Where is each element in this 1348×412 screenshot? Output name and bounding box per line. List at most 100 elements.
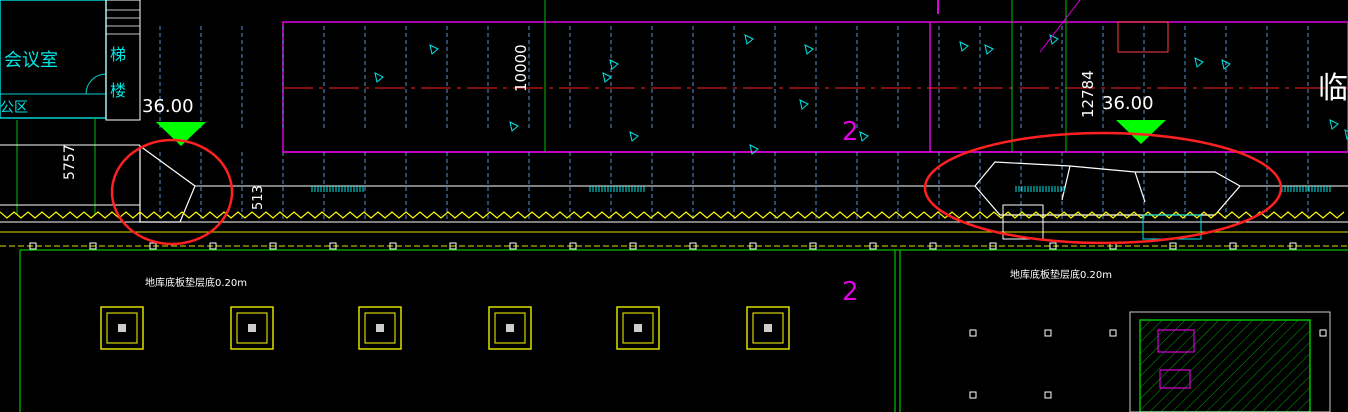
column-marker — [809, 242, 817, 250]
door-swing-arc — [85, 73, 107, 95]
column-marker — [389, 242, 397, 250]
column-marker — [209, 242, 217, 250]
column-marker — [509, 242, 517, 250]
elevation-label-right: 36.00 — [1102, 93, 1154, 114]
triangle-marker — [1221, 59, 1231, 70]
garage-note-right: 地库底板垫层底0.20m — [1010, 268, 1112, 281]
magenta-diagonal — [1039, 0, 1081, 53]
column-marker — [449, 242, 457, 250]
column-marker — [749, 242, 757, 250]
pile-core — [248, 324, 256, 332]
triangle-marker — [1344, 129, 1348, 140]
elevation-marker-right — [1116, 120, 1166, 144]
annotation-circle-right[interactable] — [923, 131, 1283, 245]
triangle-marker — [859, 131, 869, 142]
triangle-marker — [629, 131, 639, 142]
triangle-marker — [804, 44, 814, 55]
column-marker — [1044, 329, 1052, 337]
pile-cap-outer — [100, 306, 144, 350]
triangle-marker — [1194, 57, 1204, 68]
triangle-marker — [1329, 119, 1339, 130]
office-area-label: 公区 — [0, 100, 28, 116]
column-marker — [1169, 242, 1177, 250]
stair-outline — [105, 0, 141, 121]
dimension-513: 513 — [251, 185, 266, 210]
triangle-marker — [1049, 34, 1059, 45]
column-marker — [1044, 391, 1052, 399]
section-mark-lower: 2 — [842, 277, 859, 307]
elevation-triangle-markers — [374, 34, 1348, 155]
triangle-marker — [602, 72, 612, 83]
stair-block[interactable]: 梯 楼 — [105, 0, 141, 121]
pile-cap-inner — [622, 312, 654, 344]
meeting-room-label: 会议室 — [4, 50, 58, 71]
basement-outline — [19, 249, 1348, 412]
triangle-marker — [744, 34, 754, 45]
column-marker — [869, 242, 877, 250]
column-marker — [969, 391, 977, 399]
column-marker — [969, 329, 977, 337]
triangle-marker — [609, 59, 619, 70]
pile-cap-outer — [616, 306, 660, 350]
dimension-10000: 10000 — [512, 44, 530, 92]
right-edge-label: 临 — [1318, 71, 1348, 106]
column-marker — [929, 242, 937, 250]
column-marker — [1049, 242, 1057, 250]
section-mark-upper: 2 — [842, 117, 859, 147]
garage-note-left: 地库底板垫层底0.20m — [145, 276, 247, 289]
triangle-marker — [509, 121, 519, 132]
column-marker — [149, 242, 157, 250]
column-marker — [329, 242, 337, 250]
pile-core — [376, 324, 384, 332]
triangle-marker — [429, 44, 439, 55]
right-slope-section — [974, 161, 1241, 216]
column-marker — [29, 242, 37, 250]
column-marker — [269, 242, 277, 250]
pile-cap-outer — [358, 306, 402, 350]
triangle-marker — [959, 41, 969, 52]
pile-cap-outer — [746, 306, 790, 350]
triangle-marker — [374, 72, 384, 83]
column-marker — [1319, 329, 1327, 337]
triangle-marker — [984, 44, 994, 55]
elevation-marker-left — [156, 122, 206, 146]
triangle-marker — [799, 99, 809, 110]
stair-label-top: 梯 — [110, 45, 126, 64]
lower-right-column-markers — [969, 329, 1327, 399]
elevation-label-left: 36.00 — [142, 96, 194, 117]
green-guide-lines — [16, 0, 1067, 215]
dimension-12784: 12784 — [1079, 70, 1097, 118]
left-slope-wedge — [139, 144, 196, 223]
pile-cap-inner — [364, 312, 396, 344]
column-marker — [1229, 242, 1237, 250]
pile-cap-inner — [752, 312, 784, 344]
column-marker — [989, 242, 997, 250]
column-marker — [1109, 329, 1117, 337]
column-marker — [1289, 242, 1297, 250]
triangle-marker — [749, 144, 759, 155]
pile-cap-outer — [488, 306, 532, 350]
column-marker — [569, 242, 577, 250]
pile-caps — [100, 306, 790, 350]
yellow-boundary-lines — [0, 231, 1348, 247]
pile-core — [634, 324, 642, 332]
hatched-structure — [1129, 311, 1331, 412]
pile-core — [118, 324, 126, 332]
column-marker — [689, 242, 697, 250]
pile-cap-inner — [106, 312, 138, 344]
pile-core — [506, 324, 514, 332]
yellow-retaining-wall — [0, 211, 1345, 219]
pile-cap-inner — [494, 312, 526, 344]
pile-lines — [159, 26, 1309, 222]
annotation-circle-left[interactable] — [110, 138, 234, 246]
stair-treads — [106, 9, 140, 35]
column-marker — [629, 242, 637, 250]
pile-core — [764, 324, 772, 332]
pile-cap-outer — [230, 306, 274, 350]
pile-cap-inner — [236, 312, 268, 344]
stair-label-bottom: 楼 — [110, 81, 126, 100]
column-marker — [89, 242, 97, 250]
column-markers — [29, 242, 1297, 250]
